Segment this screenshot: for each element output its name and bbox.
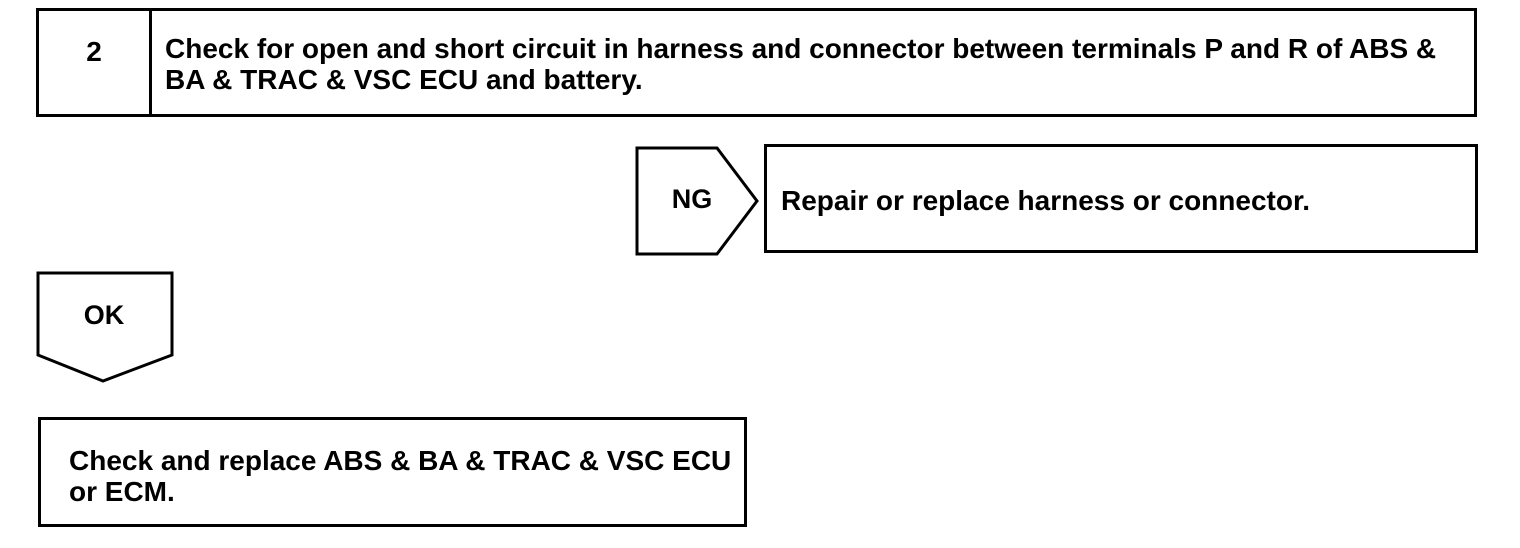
step-text: Check for open and short circuit in harn… bbox=[165, 33, 1437, 95]
ng-label: NG bbox=[671, 184, 713, 214]
ng-result-text: Repair or replace harness or connector. bbox=[781, 185, 1311, 216]
ok-result-text: Check and replace ABS & BA & TRAC & VSC … bbox=[69, 445, 732, 507]
ok-arrow-shape bbox=[36, 271, 174, 383]
ok-result-box: Check and replace ABS & BA & TRAC & VSC … bbox=[38, 417, 747, 527]
step-box: 2 Check for open and short circuit in ha… bbox=[36, 8, 1477, 117]
ng-result-box: Repair or replace harness or connector. bbox=[764, 144, 1478, 253]
ng-arrow-shape bbox=[635, 146, 759, 256]
ok-label: OK bbox=[83, 300, 125, 330]
step-number: 2 bbox=[39, 11, 152, 114]
